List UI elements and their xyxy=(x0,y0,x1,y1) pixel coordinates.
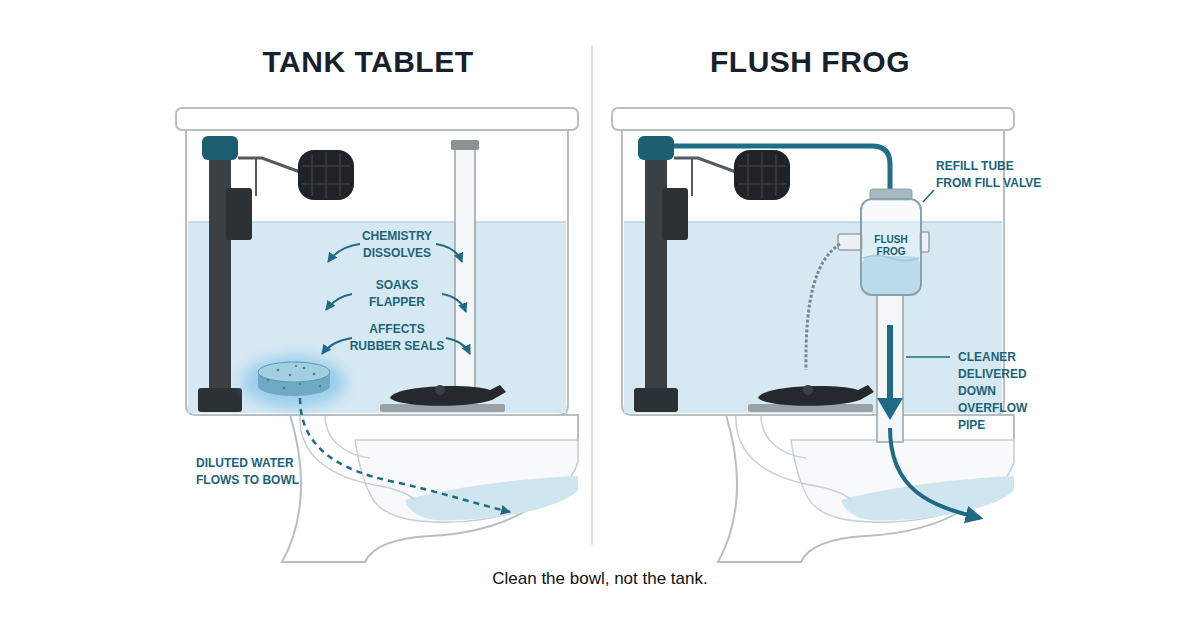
speckle xyxy=(313,373,316,376)
flow-arrow-dashed xyxy=(300,398,510,512)
caption-text: Clean the bowl, not the tank. xyxy=(0,568,1200,590)
device-label: FLUSH FROG xyxy=(862,234,920,258)
flow-label: DILUTED WATER FLOWS TO BOWL xyxy=(196,455,314,489)
leader-line xyxy=(923,190,934,202)
effect-arrow xyxy=(436,244,462,262)
callout-label: AFFECTS RUBBER SEALS xyxy=(347,321,447,355)
effect-arrow xyxy=(322,338,352,354)
cleaner-arrow-head xyxy=(877,398,903,420)
speckle xyxy=(299,383,301,385)
flapper-knob xyxy=(803,385,813,395)
panel-divider xyxy=(591,45,593,545)
panel-heading: TANK TABLET xyxy=(168,44,568,80)
callout-label: REFILL TUBE FROM FILL VALVE xyxy=(936,158,1048,192)
overflow-pipe xyxy=(877,292,903,442)
effect-arrow xyxy=(446,338,470,354)
callout-label: CLEANER DELIVERED DOWN OVERFLOW PIPE xyxy=(958,349,1034,434)
overflow-pipe xyxy=(455,148,475,393)
flapper-knob xyxy=(435,385,445,395)
speckle xyxy=(277,369,280,372)
speckle xyxy=(267,379,269,381)
flapper xyxy=(758,385,874,406)
speckle xyxy=(319,385,321,387)
flapper xyxy=(390,385,506,406)
effect-arrow xyxy=(326,294,352,310)
effect-arrows xyxy=(322,244,470,354)
overflow-fitting xyxy=(838,234,862,250)
flapper-group xyxy=(748,385,874,412)
refill-tube xyxy=(674,146,890,192)
panel-heading: FLUSH FROG xyxy=(610,44,1010,80)
speckle xyxy=(303,367,306,370)
speckle xyxy=(283,387,285,389)
overflow-cap xyxy=(451,140,479,150)
tablet-top xyxy=(258,362,330,382)
toilet-drawing xyxy=(176,108,578,562)
callout-label: SOAKS FLAPPER xyxy=(357,277,437,311)
effect-arrow xyxy=(328,244,360,262)
flapper-chain xyxy=(806,244,840,370)
speckle xyxy=(289,374,292,377)
leader-line xyxy=(906,356,950,358)
cleaner-arrow-shaft xyxy=(887,325,893,400)
dispenser-box: FLUSH FROG xyxy=(860,198,922,296)
speckle xyxy=(295,365,297,367)
tablet-glow xyxy=(242,356,346,408)
cleaner-flow-arrow xyxy=(890,428,980,518)
callout-label: CHEMISTRY DISSOLVES xyxy=(342,228,452,262)
tablet-speckles xyxy=(267,365,321,389)
effect-arrow xyxy=(442,294,466,312)
